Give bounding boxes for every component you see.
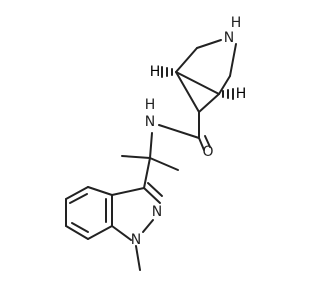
benzene-ring: [65, 186, 113, 240]
bond-ring-n-c4: [229, 43, 237, 77]
bond-c6-c7: [65, 225, 89, 240]
gem-dimethyl: [121, 155, 179, 189]
chemical-structure-diagram: H H N H N H O N N: [65, 15, 247, 271]
atom-label-ring-nh-h: H: [231, 15, 242, 31]
bond-c3-n2: [143, 187, 161, 204]
bond-ring-c1-c2: [175, 47, 198, 73]
bond-methyl-left: [121, 155, 151, 159]
atom-label-carbonyl-o: O: [202, 144, 213, 160]
bond-quaternary-indazole: [143, 157, 151, 189]
bond-c4-c5-double: [69, 193, 88, 204]
bond-c3-c3a: [111, 187, 145, 196]
bond-ring-c2-n: [196, 39, 222, 49]
atom-label-amide-n: N: [145, 114, 155, 130]
pyrazole-ring: [111, 182, 163, 271]
bond-ring-c5-c1: [175, 71, 220, 95]
bond-carbonyl-o-2: [204, 135, 211, 148]
atom-label-amide-nh-h: H: [145, 97, 156, 113]
bond-carbonyl-o-1: [198, 137, 205, 151]
bond-c4-c5: [65, 186, 89, 200]
bond-n1-c7a: [111, 225, 132, 241]
stereo-bond-right: [222, 88, 234, 100]
bond-c7-c7a: [87, 225, 113, 240]
bond-ring-c5-c6: [198, 93, 220, 113]
amide-group: [149, 111, 211, 159]
atom-label-stereo-h-left: H: [150, 64, 161, 80]
atom-label-stereo-h-right: H: [236, 86, 247, 102]
bond-n2-n1: [142, 219, 154, 233]
atom-labels: H H N H N H O N N: [131, 15, 247, 248]
bond-c6-c7-double: [71, 222, 89, 233]
atom-label-indazole-n1: N: [131, 232, 141, 248]
azabicyclohexane-ring: [175, 39, 237, 113]
atom-label-indazole-n2: N: [152, 204, 162, 220]
bond-c3a-c4: [87, 186, 113, 196]
bond-n-quaternary-c: [149, 132, 153, 159]
atom-label-ring-n: N: [224, 30, 234, 46]
bond-carbonyl-n: [158, 124, 200, 139]
stereo-bond-left: [161, 66, 173, 78]
bond-n1-methyl: [135, 245, 141, 271]
bond-c3-n2-double: [147, 182, 163, 197]
bond-methyl-right: [149, 157, 179, 171]
bond-ring-c1-c6: [175, 71, 200, 113]
bond-ring-c4-c5: [218, 75, 231, 95]
